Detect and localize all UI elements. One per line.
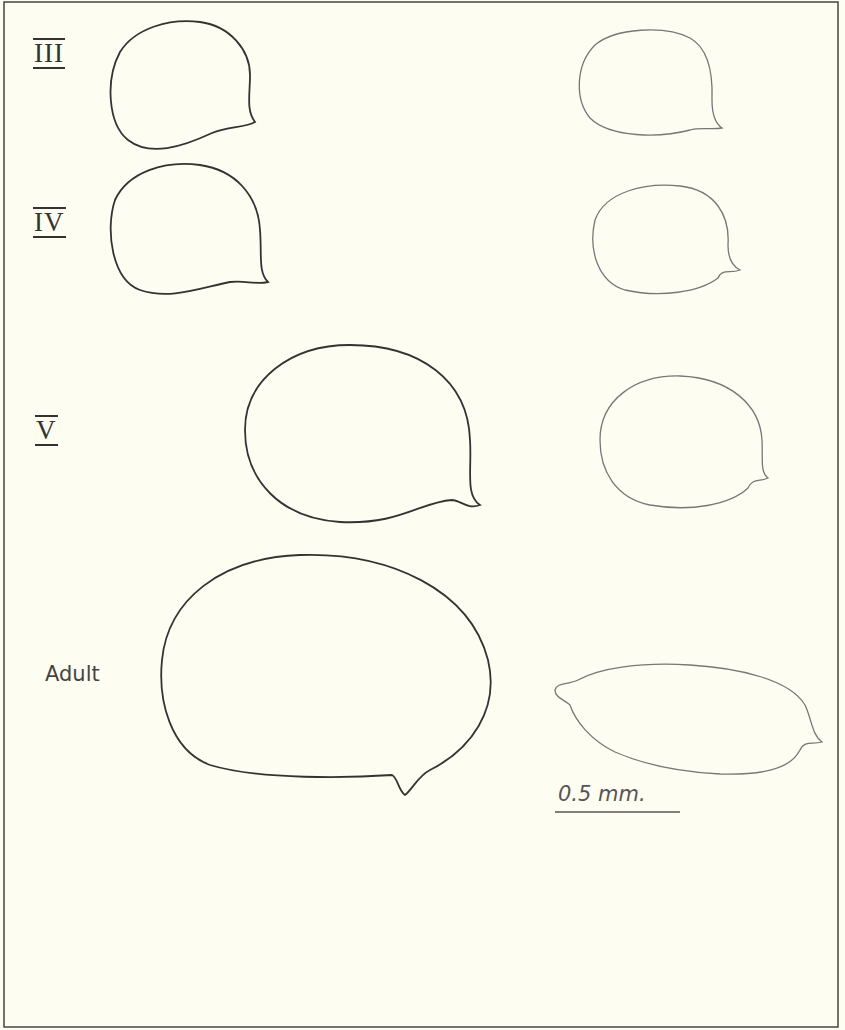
shell-outline [161,555,490,795]
shell-outline [245,345,480,522]
instar-label: V [35,415,58,446]
right-valves [555,30,822,774]
scale-label: 0.5 mm. [558,784,646,805]
stage-label: Adult [45,664,100,685]
shell-outline [555,664,822,774]
instar-label: III [33,38,65,69]
left-valves [111,21,491,795]
shell-outline [111,21,255,149]
instar-label: IV [33,207,66,238]
scale-bar [555,811,680,813]
shell-outline [111,164,268,294]
shell-outline [579,30,722,135]
shell-outline [600,376,768,508]
frame [4,2,838,1027]
shell-outline [593,185,740,293]
